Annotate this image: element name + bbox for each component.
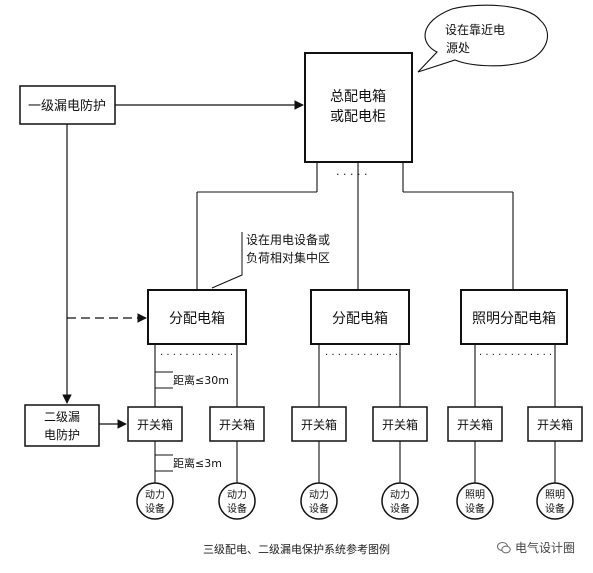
switch-2-label: 开关箱 [219, 417, 255, 432]
load-device-3: 动力 设备 [300, 482, 338, 520]
distance-marker-30m: 距离≤30m [155, 371, 229, 389]
load-3-line2: 设备 [309, 502, 329, 515]
callout-near-source: 设在靠近电 源处 [417, 4, 549, 73]
load-device-1: 动力 设备 [136, 482, 174, 520]
load-1-line2: 设备 [145, 502, 165, 515]
sub2-dots: · · · · · · · · · · · · [325, 350, 398, 361]
level2-leakage-box: 二级漏 电防护 [24, 404, 100, 447]
main-dots: · · · · · [336, 168, 367, 181]
level1-leakage-box: 一级漏电防护 [19, 85, 116, 125]
dist-3m-label: 距离≤3m [173, 456, 222, 470]
load-2-line2: 设备 [227, 502, 247, 515]
callout-mid-line2: 负荷相对集中区 [246, 250, 330, 265]
main-distribution-box: 总配电箱 或配电柜 [304, 52, 413, 163]
callout-mid-line1: 设在用电设备或 [246, 233, 330, 247]
sub-box-2-label: 分配电箱 [332, 311, 388, 327]
load-5-line1: 照明 [465, 489, 485, 501]
level2-line1: 二级漏 [44, 410, 80, 424]
load-device-5: 照明 设备 [456, 482, 494, 520]
load-2-line1: 动力 [227, 488, 247, 501]
sub1-dots: · · · · · · · · · · · · [160, 350, 233, 361]
switch-box-2: 开关箱 [209, 406, 265, 442]
level1-label: 一级漏电防护 [28, 98, 106, 114]
distance-marker-3m: 距离≤3m [155, 454, 222, 472]
load-5-line2: 设备 [465, 502, 485, 515]
sub-distribution-box-1: 分配电箱 [147, 289, 247, 345]
sub-box-1-label: 分配电箱 [169, 311, 225, 327]
wechat-icon [496, 541, 511, 553]
level2-line2: 电防护 [44, 427, 80, 442]
watermark-text: 电气设计圈 [514, 541, 575, 555]
callout-load-center: 设在用电设备或 负荷相对集中区 [211, 232, 330, 289]
load-6-line1: 照明 [545, 489, 565, 501]
switch-box-3: 开关箱 [291, 406, 347, 442]
main-box-line2: 或配电柜 [330, 109, 386, 125]
sub-distribution-box-2: 分配电箱 [310, 289, 410, 345]
switch-box-5: 开关箱 [447, 406, 503, 442]
branch-lines [154, 344, 556, 484]
callout-top-line1: 设在靠近电 [445, 23, 505, 37]
load-1-line1: 动力 [145, 488, 165, 501]
sub-box-3-label: 照明分配电箱 [472, 311, 556, 327]
load-device-4: 动力 设备 [381, 482, 419, 520]
load-4-line1: 动力 [390, 488, 410, 501]
switch-3-label: 开关箱 [301, 417, 337, 432]
figure-caption: 三级配电、二级漏电保护系统参考图例 [203, 543, 390, 556]
main-bus [196, 162, 514, 290]
load-3-line1: 动力 [309, 488, 329, 501]
sub3-dots: · · · · · · · · · · · · [479, 350, 552, 361]
switch-box-1: 开关箱 [127, 406, 183, 442]
load-device-2: 动力 设备 [218, 482, 256, 520]
watermark: 电气设计圈 [496, 539, 575, 556]
switch-4-label: 开关箱 [382, 417, 418, 432]
load-6-line2: 设备 [545, 502, 565, 515]
lighting-distribution-box: 照明分配电箱 [460, 289, 568, 345]
switch-1-label: 开关箱 [137, 417, 173, 432]
switch-box-6: 开关箱 [527, 406, 583, 442]
main-box-line1: 总配电箱 [330, 89, 386, 105]
switch-5-label: 开关箱 [457, 417, 493, 432]
dist-30m-label: 距离≤30m [173, 373, 229, 387]
load-device-6: 照明 设备 [536, 482, 574, 520]
switch-6-label: 开关箱 [537, 417, 573, 432]
switch-box-4: 开关箱 [372, 406, 428, 442]
load-4-line2: 设备 [390, 502, 410, 515]
callout-top-line2: 源处 [446, 41, 470, 55]
